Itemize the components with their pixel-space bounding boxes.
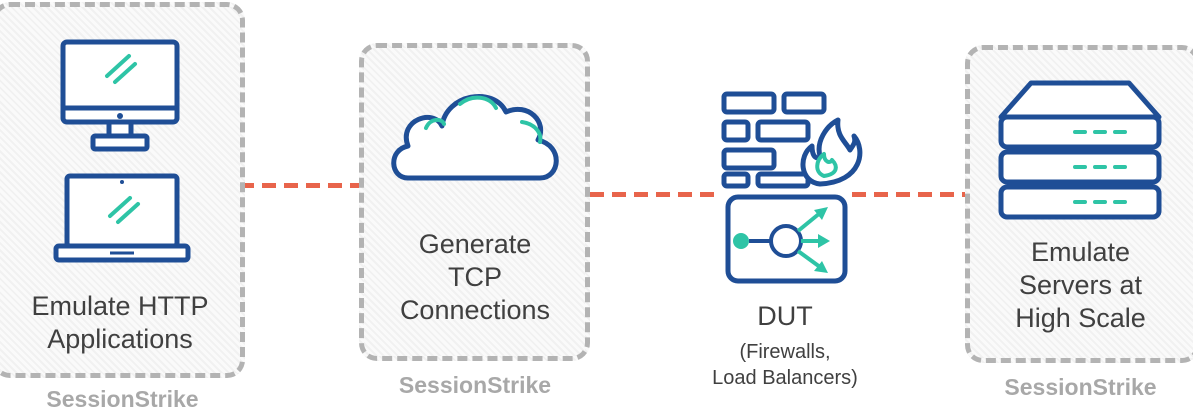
tcp-brand: SessionStrike [398, 372, 552, 398]
dut-title: DUT [757, 301, 813, 331]
dut-subtitle-line2: Load Balancers) [712, 367, 858, 389]
cloud-icon [391, 94, 559, 181]
tcp-label: Generate TCP Connections [360, 228, 590, 327]
connector-clients-to-tcp [240, 183, 362, 188]
desktop-monitor-icon [60, 39, 180, 152]
dut-subtitle-line1: (Firewalls, [739, 341, 831, 363]
servers-label-line2: Servers at [1018, 270, 1143, 300]
server-stack-icon [998, 80, 1162, 220]
tcp-label-line1: Generate [418, 229, 532, 259]
laptop-icon [53, 173, 191, 263]
clients-label-line2: Applications [47, 324, 193, 354]
load-balancer-icon [725, 194, 848, 284]
tcp-label-line2: TCP [448, 262, 502, 292]
servers-label-line3: High Scale [1015, 303, 1146, 333]
connector-dut-to-servers [852, 192, 967, 197]
servers-label: Emulate Servers at High Scale [968, 236, 1193, 335]
clients-label-line1: Emulate HTTP [31, 291, 209, 321]
clients-brand: SessionStrike [46, 386, 199, 412]
firewall-icon [721, 91, 863, 189]
connector-tcp-to-dut [590, 192, 720, 197]
tcp-label-line3: Connections [399, 295, 551, 325]
servers-label-line1: Emulate [1030, 237, 1131, 267]
dut-subtitle: (Firewalls, Load Balancers) [680, 339, 890, 391]
servers-brand: SessionStrike [1004, 374, 1157, 400]
clients-label: Emulate HTTP Applications [0, 290, 240, 356]
